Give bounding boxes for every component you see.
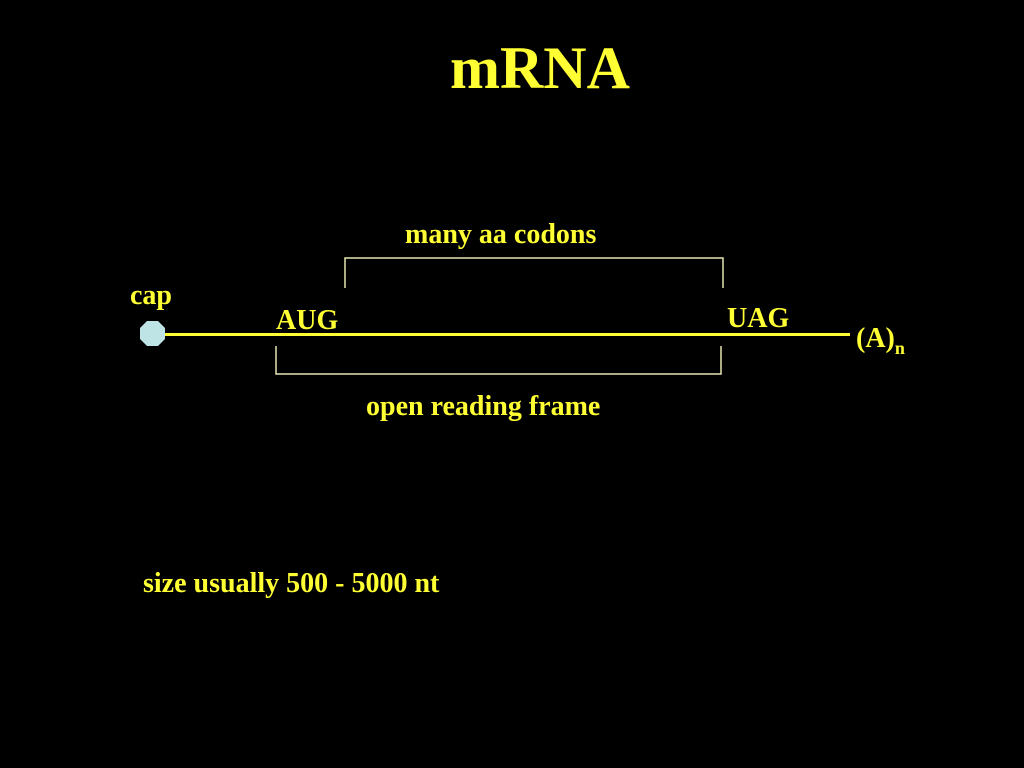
codons-label: many aa codons [405, 219, 597, 250]
cap-label: cap [130, 280, 172, 311]
cap-octagon [140, 321, 165, 346]
stop-codon-label: UAG [727, 303, 790, 334]
start-codon-label: AUG [276, 305, 339, 336]
orf-label: open reading frame [366, 391, 601, 422]
poly-a-text: (A) [856, 323, 895, 354]
poly-a-subscript: n [894, 338, 905, 358]
slide-title: mRNA [450, 35, 630, 101]
poly-a-tail-label: (A)n [856, 323, 905, 358]
size-note: size usually 500 - 5000 nt [143, 568, 440, 599]
orf-bracket [275, 346, 722, 375]
codons-bracket [344, 257, 724, 288]
